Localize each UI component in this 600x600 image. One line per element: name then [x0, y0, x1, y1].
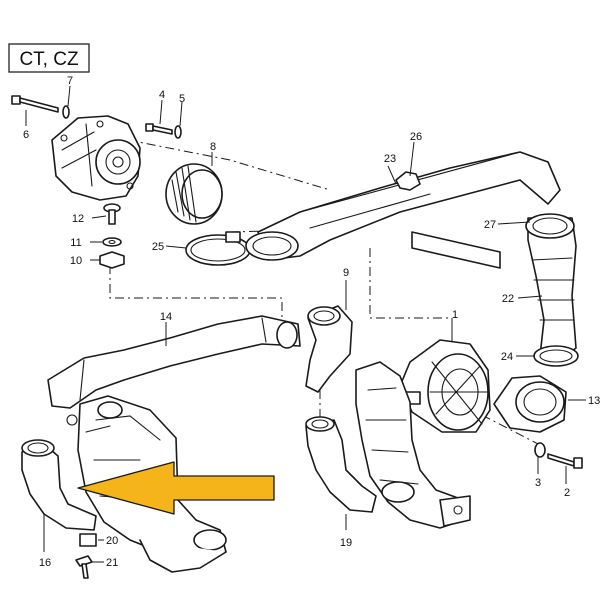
heater-hose-14 [47, 315, 301, 409]
air-duct-23 [245, 151, 561, 269]
callout-24: 24 [501, 351, 513, 363]
hose-clamp-25 [185, 231, 251, 266]
washer-3 [534, 442, 546, 458]
leader-lines [25, 85, 586, 563]
callout-25: 25 [152, 241, 164, 253]
clip-20 [79, 533, 97, 547]
bolt-6 [11, 95, 59, 113]
callout-14: 14 [160, 311, 172, 323]
callout-16: 16 [39, 557, 51, 569]
callout-5: 5 [179, 93, 185, 105]
washer-5 [174, 125, 182, 139]
lower-hose-19 [305, 416, 377, 513]
washer-11 [102, 237, 122, 247]
model-label: CT, CZ [8, 43, 90, 73]
callout-7: 7 [67, 75, 73, 87]
callout-19: 19 [340, 537, 352, 549]
bolt-2 [547, 453, 583, 469]
elbow-hose-9 [305, 305, 353, 393]
washer-7 [62, 105, 70, 119]
screw-12 [103, 203, 121, 225]
callout-6: 6 [23, 129, 29, 141]
hose-clamp-24 [533, 345, 579, 367]
callout-3: 3 [535, 477, 541, 489]
clamp-26 [395, 171, 421, 191]
bellows-hose-22 [525, 213, 577, 361]
callout-9: 9 [343, 267, 349, 279]
callout-27: 27 [484, 219, 496, 231]
callout-labels: 1 2 3 4 5 6 7 8 9 10 11 12 13 14 16 19 2… [23, 75, 600, 569]
blower-housing [51, 115, 141, 201]
heat-exchanger-right [355, 361, 471, 529]
bolt-21 [75, 555, 93, 579]
callout-20: 20 [106, 535, 118, 547]
elbow-connector-13 [493, 375, 567, 433]
callout-21: 21 [106, 557, 118, 569]
filter-ring-8 [165, 163, 223, 225]
lower-hose-16 [21, 439, 97, 531]
svg-text:CT, CZ: CT, CZ [19, 49, 79, 70]
blower-fan-1 [399, 339, 491, 433]
callout-1: 1 [452, 309, 458, 321]
callout-11: 11 [70, 237, 81, 249]
nut-10 [99, 251, 125, 269]
callout-22: 22 [502, 293, 514, 305]
callout-2: 2 [564, 487, 570, 499]
callout-23: 23 [384, 153, 396, 165]
callout-12: 12 [72, 213, 84, 225]
bolt-4 [145, 123, 173, 135]
callout-10: 10 [70, 255, 82, 267]
callout-26: 26 [410, 131, 422, 143]
callout-13: 13 [588, 395, 600, 407]
callout-4: 4 [159, 89, 165, 101]
highlight-arrow [77, 461, 275, 515]
callout-8: 8 [210, 141, 216, 153]
